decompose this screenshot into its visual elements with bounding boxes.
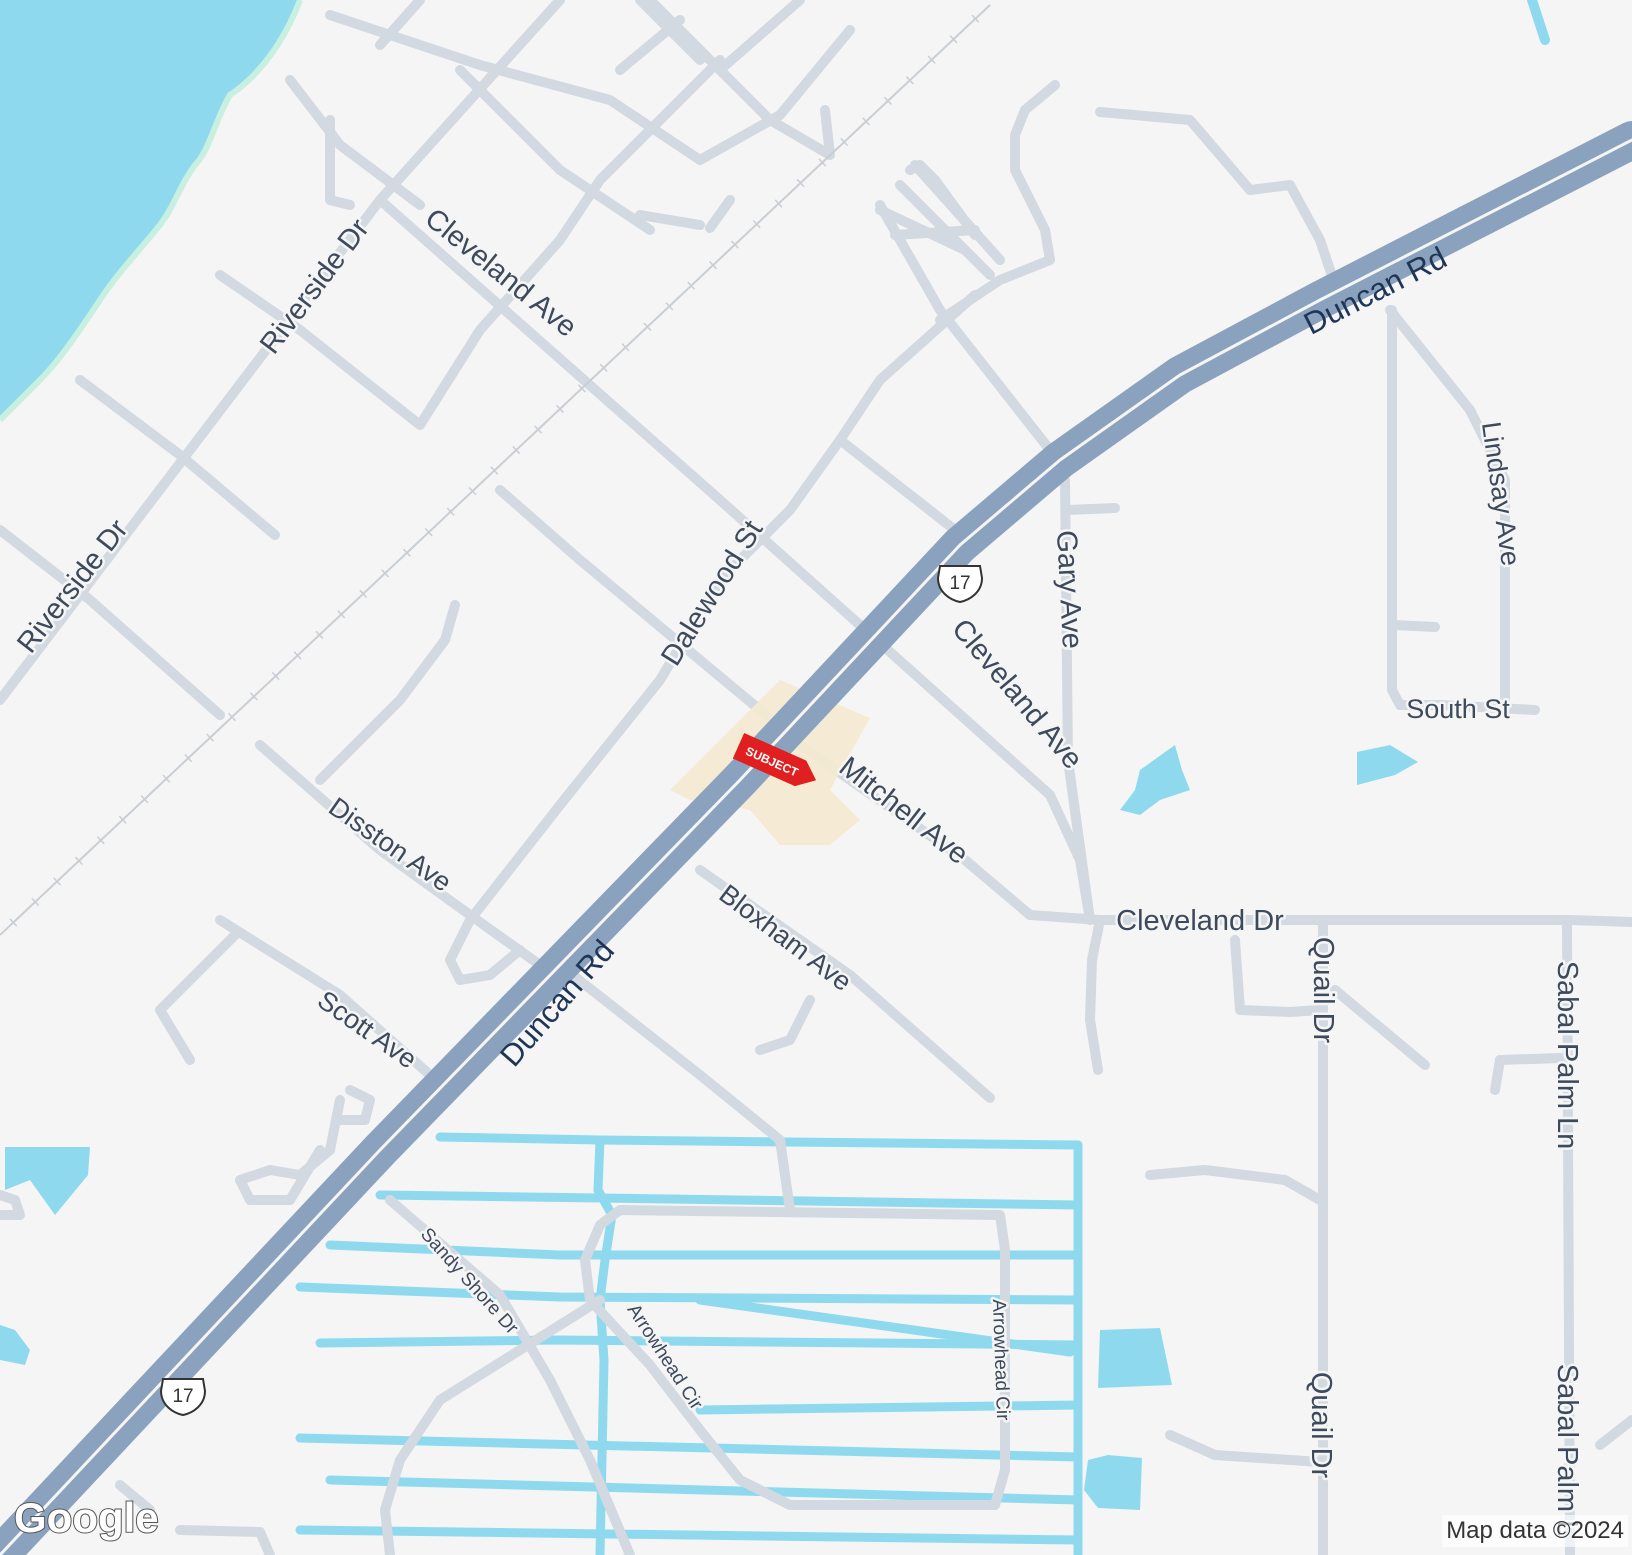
pond-south-st	[1357, 745, 1418, 785]
railroad-tie	[9, 918, 18, 927]
railroad-tie	[424, 528, 433, 537]
railroad-tie	[140, 795, 149, 804]
railroad-tie	[118, 815, 127, 824]
railroad-tie	[730, 240, 739, 249]
pond-east-2	[1084, 1455, 1142, 1510]
label-sabal-palm-ln-n: Sabal Palm Ln	[1551, 961, 1583, 1150]
route-shield-number: 17	[949, 573, 970, 594]
railroad-tie	[184, 753, 193, 763]
pond-west	[5, 1147, 90, 1215]
railroad-tie	[577, 384, 586, 393]
railroad-tie	[446, 507, 455, 516]
canal-grid	[295, 1132, 1083, 1555]
railroad-tie	[862, 117, 871, 126]
railroad-tie	[31, 897, 40, 907]
duncan-rd-highway	[0, 121, 1632, 1555]
railroad-tie	[53, 877, 62, 886]
label-south-st: South St	[1406, 694, 1510, 724]
google-logo: Google	[13, 1493, 164, 1547]
railroad-tie	[599, 363, 608, 373]
railroad-tie	[971, 14, 980, 23]
railroad-tie	[315, 630, 324, 640]
pond-mitchell	[1120, 745, 1190, 815]
railroad-tie	[556, 404, 564, 414]
railroad-tie	[796, 178, 805, 188]
svg-text:Google: Google	[14, 1494, 159, 1541]
railroad-tie	[249, 692, 258, 701]
railroad-tie	[643, 322, 652, 331]
railroad-tie	[206, 733, 215, 742]
railroad-tie	[949, 35, 958, 44]
route-shield-17-south: 17	[159, 1378, 207, 1417]
route-shield-number: 17	[172, 1386, 193, 1407]
label-gary-ave: Gary Ave	[1050, 529, 1088, 649]
subject-marker-flag-icon	[732, 732, 817, 787]
railroad-tie	[162, 774, 171, 783]
railroad-ties	[9, 14, 980, 927]
railroad-tie	[228, 712, 236, 722]
railroad-tie	[883, 96, 892, 106]
railroad-tie	[709, 261, 718, 270]
railroad-tie	[468, 486, 477, 496]
railroad-tie	[905, 76, 914, 85]
pond-east-1	[1098, 1328, 1172, 1388]
pond-ne	[1527, 0, 1550, 45]
railroad-tie	[512, 445, 521, 455]
label-cleveland-dr: Cleveland Dr	[1116, 905, 1284, 937]
railroad-tie	[359, 589, 368, 598]
label-quail-dr-n: Quail Dr	[1307, 937, 1339, 1044]
railroad-tie	[402, 548, 411, 557]
google-logo-wordmark: Google	[13, 1493, 160, 1542]
railroad-tie	[74, 856, 83, 866]
railroad-tie	[774, 199, 783, 208]
railroad-tie	[665, 302, 674, 311]
railroad-tie	[818, 158, 827, 167]
label-arrowhead-cir-e: Arrowhead Cir	[988, 1299, 1013, 1422]
shore-wetland	[0, 0, 303, 423]
pond-west-2	[0, 1325, 30, 1365]
railroad-tie	[293, 651, 302, 660]
railroad-tie	[687, 281, 696, 290]
label-sabal-palm-ln-s: Sabal Palm L	[1551, 1364, 1583, 1537]
railroad-tie	[927, 55, 936, 64]
railroad-tie	[534, 425, 543, 434]
lake-water	[0, 0, 300, 420]
railroad-tie	[271, 671, 280, 681]
railroad-tie	[621, 343, 630, 352]
railroad	[0, 4, 991, 936]
label-quail-dr-s: Quail Dr	[1305, 1372, 1337, 1479]
railroad-tie	[490, 466, 499, 475]
railroad-tie	[840, 137, 849, 147]
railroad-tie	[381, 569, 390, 578]
map-attribution: Map data ©2024	[1442, 1515, 1628, 1547]
railroad-tie	[752, 219, 761, 229]
railroad-tie	[96, 836, 105, 845]
railroad-tie	[337, 610, 346, 619]
route-shield-17-north: 17	[936, 565, 984, 604]
